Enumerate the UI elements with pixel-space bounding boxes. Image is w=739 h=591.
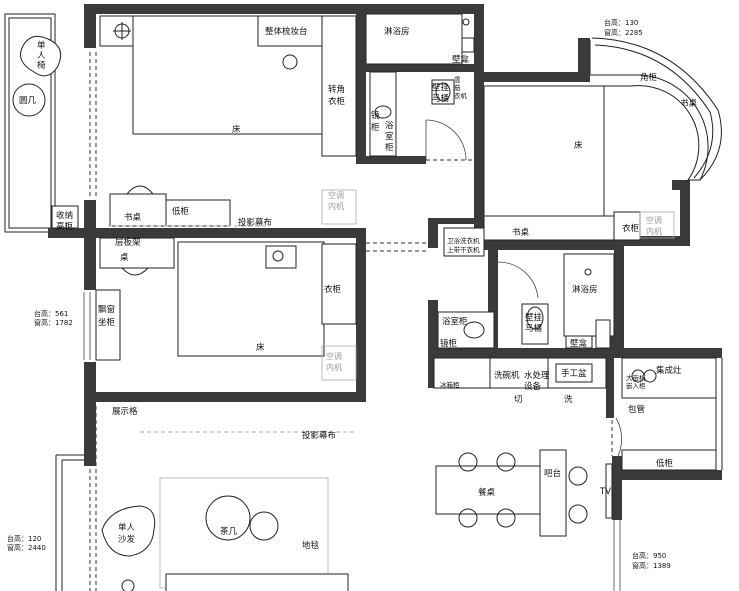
right-bed-label: 床	[574, 140, 583, 151]
right-bedroom	[483, 85, 675, 241]
kitchen-dishwasher-label: 洗碗机	[494, 370, 520, 381]
kitchen-stove-label: 集成灶	[656, 365, 682, 376]
top-mirror-1: 镜	[371, 110, 380, 121]
top-vanity-3: 柜	[385, 142, 394, 153]
top-vanity-2: 室	[385, 131, 394, 142]
right-desk-label: 书桌	[680, 98, 698, 109]
balcony-storage-label-2: 高柜	[56, 221, 74, 232]
kitchen-disposer-2: 设备	[524, 381, 542, 392]
walls	[4, 4, 722, 520]
master-low-cabinet-label: 低柜	[172, 206, 190, 217]
middle-bay-label-1: 飘窗	[98, 304, 115, 315]
ac-top-label-2: 内机	[328, 201, 344, 211]
balcony-side-table-label: 圆几	[19, 96, 37, 106]
kitchen-steam-1: 大嵌机	[626, 373, 646, 382]
middle-bed-label: 床	[256, 342, 265, 353]
living	[101, 431, 356, 591]
middle-bay-label-2: 坐柜	[98, 317, 116, 328]
top-towel-1: 雪	[454, 76, 461, 84]
kitchen-disposer-1: 水处理	[524, 370, 550, 381]
note-bottom-right-1: 台高：950	[632, 551, 666, 560]
kitchen-low-cabinet-label: 低柜	[656, 458, 674, 469]
note-top-right-2: 窗高：2285	[604, 28, 643, 37]
right-wardrobe-label: 衣柜	[622, 223, 640, 234]
living-projection-label: 投影幕布	[302, 430, 336, 441]
master-projection-label: 投影幕布	[238, 217, 272, 228]
living-coffee-table-label: 茶几	[220, 526, 238, 537]
living-chair-label-1: 单人	[118, 522, 136, 533]
middle-bedroom	[95, 237, 357, 381]
laundry-label-1: 卫浴洗衣机	[447, 236, 480, 245]
top-mirror-2: 柜	[371, 122, 380, 133]
right-study-desk-label: 书桌	[512, 227, 530, 238]
bay-window	[589, 37, 722, 181]
kitchen-pipe-label: 包管	[628, 404, 645, 415]
top-wall-toilet-2: 马桶	[432, 93, 449, 104]
kitchen-cut-label: 切	[514, 395, 523, 405]
mid-mirror-label: 镜柜	[440, 338, 458, 349]
balcony-chair-label-2: 人	[37, 51, 46, 61]
top-towel-2: 茄	[454, 83, 461, 92]
dining	[435, 449, 613, 537]
ac-top-label-1: 空调	[328, 190, 344, 200]
mid-niche-label: 壁龛	[570, 338, 588, 349]
top-bath	[365, 13, 475, 157]
living-display-label: 展示格	[112, 406, 138, 417]
kitchen-wash-label: 洗	[564, 394, 573, 405]
middle-ac-2: 内机	[326, 362, 342, 372]
middle-desk-label: 桌	[120, 252, 129, 263]
top-towel-3: 衣机	[454, 91, 468, 100]
note-bottom-left-2: 窗高：2440	[7, 543, 46, 552]
dining-tv-label: TV	[599, 487, 611, 497]
balcony-storage-label-1: 收纳	[56, 210, 73, 221]
master-bedroom	[99, 15, 357, 227]
note-bottom-right-2: 窗高：1389	[632, 561, 671, 570]
note-mid-left-2: 窗高：1782	[34, 318, 73, 327]
middle-wardrobe-label: 衣柜	[324, 284, 342, 295]
balcony-chair-label-1: 单	[37, 40, 46, 51]
left-balcony	[12, 35, 79, 229]
top-shower-label: 淋浴房	[384, 26, 410, 37]
mid-vanity-label: 浴室柜	[442, 316, 468, 327]
dining-bar-label: 吧台	[544, 468, 561, 479]
right-ac-2: 内机	[646, 226, 662, 236]
note-bottom-left-1: 台高：120	[7, 534, 41, 543]
living-chair-label-2: 沙发	[118, 534, 136, 545]
mid-toilet-2: 马桶	[525, 323, 542, 334]
corner-wardrobe-label-2: 衣柜	[328, 96, 346, 107]
laundry-label-2: 上带干衣机	[447, 245, 480, 254]
note-mid-left-1: 台高：561	[34, 309, 68, 318]
laundry	[443, 227, 485, 257]
windows	[55, 52, 723, 591]
middle-shelf-label: 层板架	[115, 237, 141, 248]
top-vanity-1: 浴	[385, 120, 394, 131]
master-desk-label: 书桌	[124, 212, 142, 223]
kitchen-steam-2: 嵌入柜	[626, 381, 646, 390]
mid-shower-label: 淋浴房	[572, 284, 598, 295]
right-ac-1: 空调	[646, 215, 662, 225]
note-top-right-1: 台高：130	[604, 18, 638, 27]
vanity-label: 整体梳妆台	[265, 26, 308, 37]
top-niche-label: 壁龛	[452, 54, 470, 65]
kitchen-fridge-label: 冰箱柜	[440, 380, 460, 389]
kitchen	[433, 357, 717, 471]
living-rug-label: 地毯	[302, 540, 320, 551]
corner-wardrobe-label-1: 转角	[328, 84, 345, 95]
kitchen-sink-label: 手工盆	[561, 368, 587, 379]
middle-bath	[437, 253, 615, 349]
dining-table-label: 餐桌	[478, 487, 496, 498]
middle-ac-1: 空调	[326, 351, 342, 361]
balcony-chair-label-3: 椅	[37, 60, 46, 71]
mid-toilet-1: 壁挂	[525, 312, 543, 323]
top-wall-toilet-1: 壁挂	[432, 82, 450, 93]
right-corner-cabinet-label: 角柜	[640, 72, 658, 83]
master-bed-label: 床	[232, 124, 241, 135]
